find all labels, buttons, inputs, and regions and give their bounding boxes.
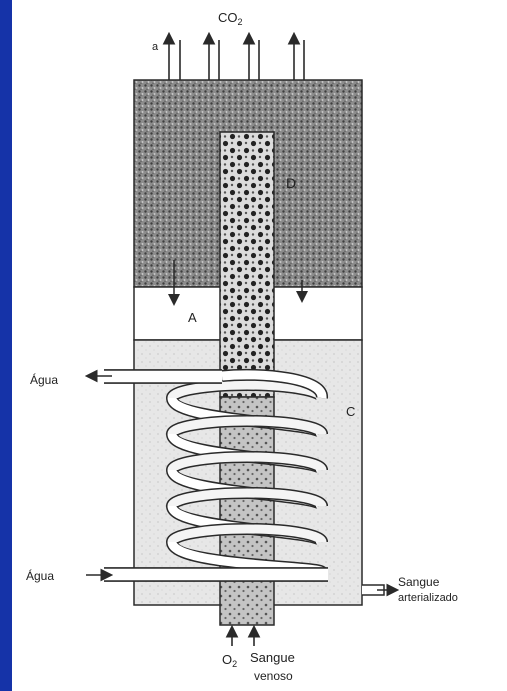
oxygenator-diagram: CO2 a D A C Água Água Sangue arterializa…	[12, 0, 507, 691]
water-in-label: Água	[26, 568, 54, 583]
o2-label: O2	[222, 652, 237, 669]
venous-blood-label-2: venoso	[254, 669, 293, 683]
water-out-label: Água	[30, 372, 58, 387]
arterial-blood-label-1: Sangue	[398, 575, 440, 589]
small-a-label: a	[152, 41, 159, 53]
bubble-column-lower	[220, 397, 274, 625]
region-d-label: D	[286, 175, 296, 191]
diagram-panel: CO2 a D A C Água Água Sangue arterializa…	[12, 0, 507, 691]
venous-blood-label-1: Sangue	[250, 650, 295, 665]
bubble-column	[220, 132, 274, 397]
arterial-blood-label-2: arterializado	[398, 592, 458, 604]
co2-exhaust-arrows	[169, 35, 304, 80]
region-a-label: A	[188, 310, 197, 325]
region-c-label: C	[346, 404, 355, 419]
co2-label: CO2	[218, 10, 243, 27]
